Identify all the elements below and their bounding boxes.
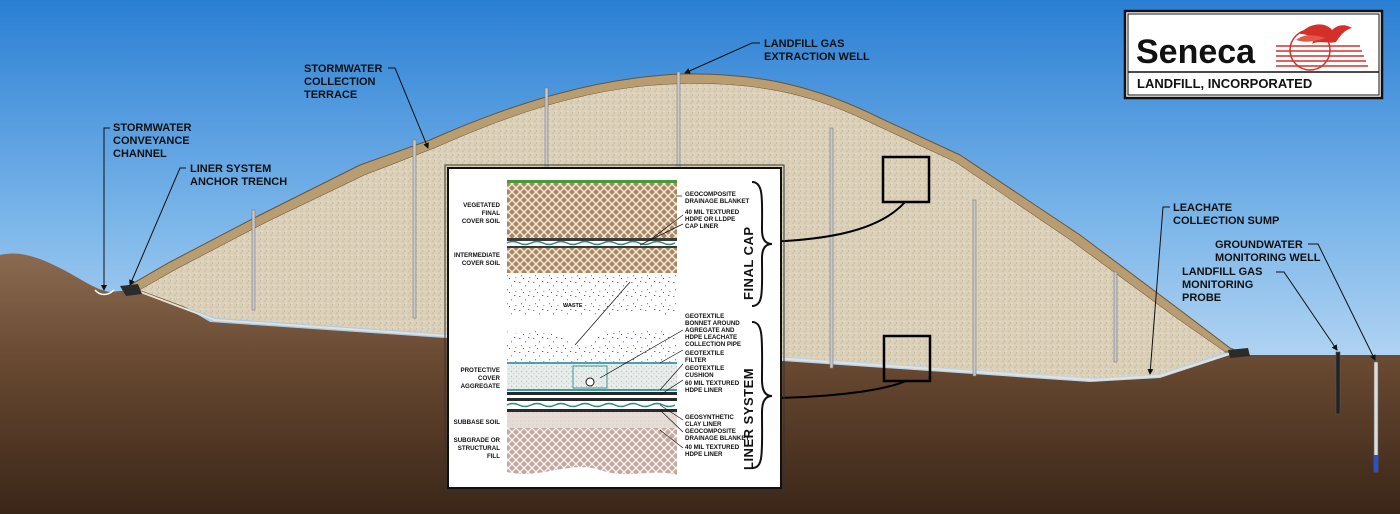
svg-text:MONITORING WELL: MONITORING WELL xyxy=(1215,252,1321,264)
svg-text:HDPE LINER: HDPE LINER xyxy=(685,451,723,458)
label-subgrade-1: SUBGRADE OR xyxy=(454,437,501,444)
svg-text:MONITORING: MONITORING xyxy=(1182,279,1253,291)
callout-gas-monitoring-probe: LANDFILL GAS MONITORING PROBE xyxy=(1182,266,1338,351)
svg-text:40 MIL TEXTURED: 40 MIL TEXTURED xyxy=(685,444,740,451)
svg-text:LEACHATE: LEACHATE xyxy=(1173,202,1232,214)
svg-text:GEOTEXTILE: GEOTEXTILE xyxy=(685,313,724,320)
svg-text:DRAINAGE BLANKET: DRAINAGE BLANKET xyxy=(685,198,750,205)
bird-sun-icon xyxy=(1276,24,1368,71)
zoom-line-cap xyxy=(763,201,906,243)
svg-text:PROBE: PROBE xyxy=(1182,292,1221,304)
label-veg-cover-1: VEGETATED xyxy=(463,202,500,209)
callout-groundwater-well: GROUNDWATER MONITORING WELL xyxy=(1215,239,1376,361)
label-intermediate-2: COVER SOIL xyxy=(462,260,500,267)
stormwater-channel-shape xyxy=(94,289,115,296)
svg-text:COLLECTION PIPE: COLLECTION PIPE xyxy=(685,341,741,348)
svg-text:TERRACE: TERRACE xyxy=(304,89,357,101)
svg-text:CLAY LINER: CLAY LINER xyxy=(685,421,722,428)
zoom-line-liner xyxy=(763,380,907,399)
inset-left-labels: VEGETATED FINAL COVER SOIL INTERMEDIATE … xyxy=(454,202,501,460)
liner-system-label: LINER SYSTEM xyxy=(741,368,756,470)
svg-text:GEOTEXTILE: GEOTEXTILE xyxy=(685,365,724,372)
svg-text:GEOTEXTILE: GEOTEXTILE xyxy=(685,350,724,357)
callout-gas-extraction-well: LANDFILL GAS EXTRACTION WELL xyxy=(684,38,870,74)
final-cap-label: FINAL CAP xyxy=(741,226,756,300)
svg-text:CONVEYANCE: CONVEYANCE xyxy=(113,135,190,147)
svg-text:STORMWATER: STORMWATER xyxy=(113,122,191,134)
label-protective-2: COVER xyxy=(478,375,501,382)
svg-text:LANDFILL GAS: LANDFILL GAS xyxy=(764,38,844,50)
label-subbase: SUBBASE SOIL xyxy=(454,419,501,426)
svg-text:CHANNEL: CHANNEL xyxy=(113,148,167,160)
label-intermediate-1: INTERMEDIATE xyxy=(454,252,500,259)
svg-text:40 MIL TEXTURED: 40 MIL TEXTURED xyxy=(685,209,740,216)
label-subgrade-3: FILL xyxy=(487,453,500,460)
svg-text:HDPE OR LLDPE: HDPE OR LLDPE xyxy=(685,216,735,223)
svg-text:STORMWATER: STORMWATER xyxy=(304,63,382,75)
anchor-trench xyxy=(120,284,142,296)
svg-text:AGREGATE AND: AGREGATE AND xyxy=(685,327,735,334)
svg-text:LINER SYSTEM: LINER SYSTEM xyxy=(190,163,271,175)
label-protective-3: AGGREGATE xyxy=(461,383,500,390)
liner-line xyxy=(129,287,1236,382)
svg-text:HDPE LEACHATE: HDPE LEACHATE xyxy=(685,334,737,341)
svg-text:CUSHION: CUSHION xyxy=(685,372,714,379)
svg-text:60 MIL TEXTURED: 60 MIL TEXTURED xyxy=(685,380,740,387)
callout-leachate-sump: LEACHATE COLLECTION SUMP xyxy=(1147,202,1279,375)
svg-text:COLLECTION: COLLECTION xyxy=(304,76,376,88)
svg-text:GEOCOMPOSITE: GEOCOMPOSITE xyxy=(685,428,736,435)
label-protective-1: PROTECTIVE xyxy=(460,367,500,374)
svg-text:LANDFILL GAS: LANDFILL GAS xyxy=(1182,266,1262,278)
callout-anchor-trench: LINER SYSTEM ANCHOR TRENCH xyxy=(129,163,287,286)
zoom-box-cap xyxy=(881,155,931,204)
label-subgrade-2: STRUCTURAL xyxy=(458,445,500,452)
seneca-logo: Seneca LANDFILL, INCORPORATED xyxy=(1123,9,1384,100)
logo-subtitle: LANDFILL, INCORPORATED xyxy=(1137,76,1312,91)
svg-text:HDPE LINER: HDPE LINER xyxy=(685,387,723,394)
svg-text:CAP LINER: CAP LINER xyxy=(685,223,719,230)
svg-text:DRAINAGE BLANKET: DRAINAGE BLANKET xyxy=(685,435,750,442)
svg-text:GEOCOMPOSITE: GEOCOMPOSITE xyxy=(685,191,736,198)
label-waste: WASTE xyxy=(563,303,583,309)
callout-collection-terrace: STORMWATER COLLECTION TERRACE xyxy=(304,63,429,149)
zoom-box-liner xyxy=(882,334,932,383)
inset-right-labels: GEOCOMPOSITE DRAINAGE BLANKET 40 MIL TEX… xyxy=(685,191,750,458)
svg-text:BONNET AROUND: BONNET AROUND xyxy=(685,320,740,327)
right-anchor-trench xyxy=(1228,348,1250,358)
svg-text:FILTER: FILTER xyxy=(685,357,707,364)
label-veg-cover-3: COVER SOIL xyxy=(462,218,500,225)
svg-text:EXTRACTION WELL: EXTRACTION WELL xyxy=(764,51,870,63)
label-veg-cover-2: FINAL xyxy=(482,210,500,217)
svg-text:GROUNDWATER: GROUNDWATER xyxy=(1215,239,1303,251)
gas-monitoring-probe xyxy=(1335,351,1341,415)
callout-stormwater-channel: STORMWATER CONVEYANCE CHANNEL xyxy=(101,122,191,291)
svg-text:COLLECTION SUMP: COLLECTION SUMP xyxy=(1173,215,1279,227)
inset-cross-section xyxy=(444,164,785,492)
svg-text:ANCHOR TRENCH: ANCHOR TRENCH xyxy=(190,176,287,188)
svg-text:GEOSYNTHETIC: GEOSYNTHETIC xyxy=(685,414,734,421)
logo-name: Seneca xyxy=(1136,33,1256,71)
